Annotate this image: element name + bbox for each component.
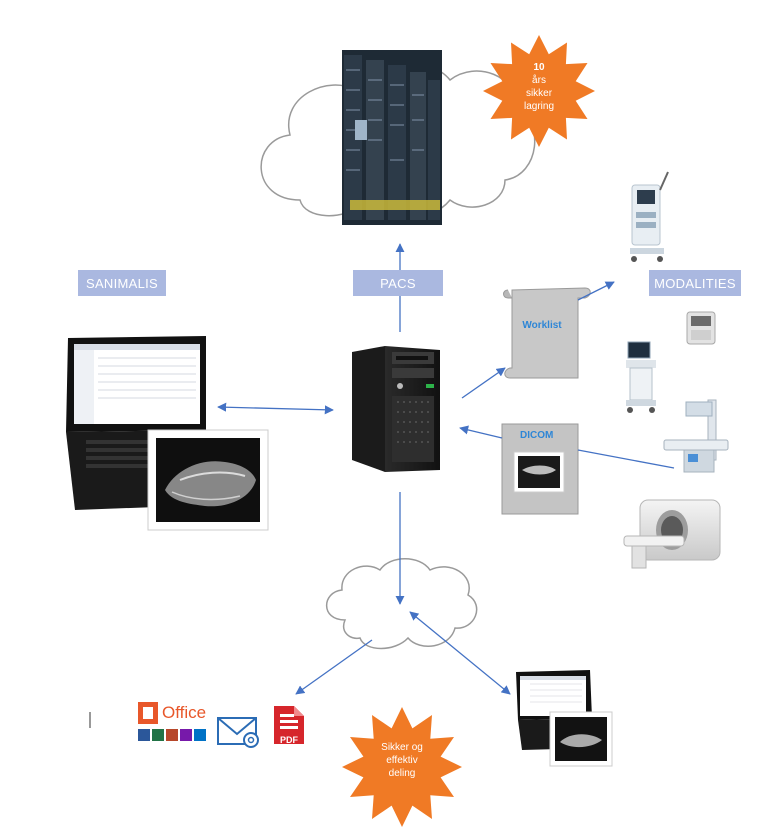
worklist-scroll (503, 287, 591, 379)
storage-star (483, 35, 595, 147)
storage-line-3: sikker (525, 88, 553, 99)
ultrasound-machine-image (626, 341, 656, 413)
arrow-cloud-laptop (409, 611, 511, 695)
pdf-icon (274, 706, 304, 744)
worklist-label: Worklist (522, 320, 562, 331)
arrow-to-server-from-worklist (461, 367, 506, 399)
endoscopy-cart-image (630, 171, 669, 262)
arrow-server-laptop (217, 402, 334, 415)
laptop-left-image (66, 336, 210, 510)
office-logo (138, 702, 206, 741)
sharing-line-3: deling (388, 768, 416, 779)
storage-line-4: lagring (523, 101, 555, 112)
sharing-star-text: Sikker og effektiv deling (364, 741, 440, 780)
laptop-right-image (516, 670, 596, 750)
server-racks-image (342, 50, 442, 225)
modalities-label: MODALITIES (649, 270, 741, 296)
office-label: Office (162, 703, 207, 722)
arrow-worklist-to-modalities (577, 281, 615, 301)
line-xray-to-dicom (577, 449, 675, 469)
xray-photo-right (549, 711, 613, 767)
arrow-dicom-to-server (459, 425, 503, 439)
xray-table-image (663, 399, 729, 473)
bottom-cloud (326, 558, 478, 650)
storage-line-2: års (532, 75, 546, 86)
storage-line-1: 10 (533, 62, 545, 73)
sanimalis-label: SANIMALIS (78, 270, 166, 296)
dicom-label: DICOM (520, 430, 554, 441)
connection-arrows (217, 243, 675, 695)
sharing-line-2: effektiv (386, 755, 418, 766)
pacs-server-image (352, 346, 440, 472)
pdf-label: PDF (280, 735, 298, 745)
mri-machine-image (623, 499, 721, 569)
sharing-star (342, 707, 462, 827)
arrow-cloud-to-office (295, 639, 373, 695)
dicom-box (501, 423, 579, 515)
email-icon (217, 717, 259, 748)
analyzer-device-image (686, 311, 716, 345)
storage-star-text: 10 års sikker lagring (512, 61, 566, 113)
xray-photo-left (147, 429, 269, 531)
pacs-label: PACS (353, 270, 443, 296)
sharing-line-1: Sikker og (381, 742, 423, 753)
